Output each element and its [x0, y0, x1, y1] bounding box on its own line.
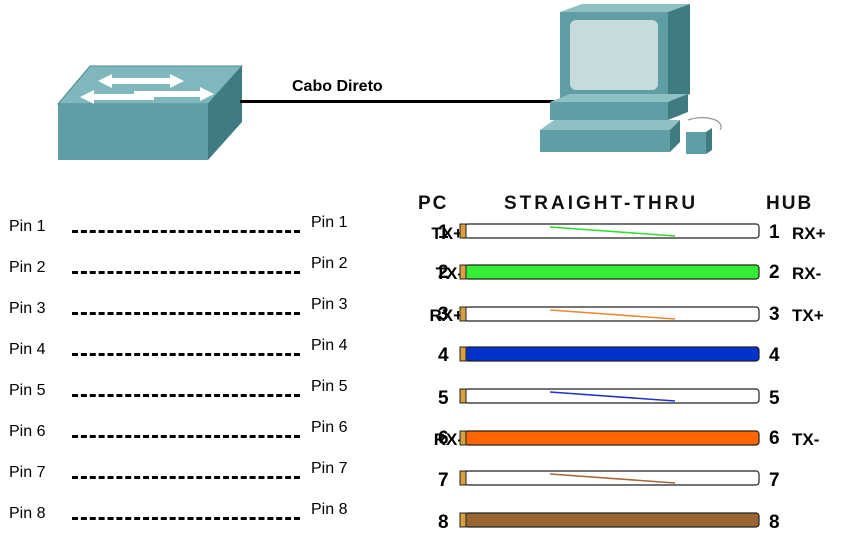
wire-pin-4: [459, 346, 760, 362]
pc-signal-label: RX-: [433, 430, 463, 449]
right-pin-label: Pin 7: [311, 460, 348, 477]
hub-signal-label: RX-: [792, 264, 822, 283]
dashed-connector: [72, 435, 300, 438]
pc-pin-number: 7: [438, 470, 449, 491]
pc-signal-label: TX+: [431, 224, 463, 243]
dashed-connector: [72, 271, 300, 274]
hub-signal-label: TX-: [792, 430, 820, 449]
wire-pin-3: [459, 306, 760, 322]
pc-pin-number: 8: [438, 512, 449, 533]
right-pin-label: Pin 1: [311, 214, 348, 231]
hub-pin-number: 6: [769, 428, 780, 449]
right-pin-label: Pin 3: [311, 296, 348, 313]
dashed-connector: [72, 230, 300, 233]
hub-pin-number: 8: [769, 512, 780, 533]
left-pin-label: Pin 4: [9, 341, 46, 358]
right-pin-label: Pin 5: [311, 378, 348, 395]
hub-pin-number: 1: [769, 222, 780, 243]
wire-pin-7: [459, 470, 760, 486]
header-straight-thru: STRAIGHT-THRU: [504, 193, 699, 214]
dashed-connector: [72, 517, 300, 520]
left-pin-label: Pin 7: [9, 464, 46, 481]
left-pin-label: Pin 5: [9, 382, 46, 399]
straight-thru-wires: [459, 223, 760, 528]
hub-pin-number: 5: [769, 388, 780, 409]
pc-signal-label: TX-: [435, 264, 463, 283]
pc-pin-number: 2: [438, 262, 449, 283]
pc-pin-number: 4: [438, 345, 449, 366]
right-pin-label: Pin 6: [311, 419, 348, 436]
dashed-connector: [72, 353, 300, 356]
straight-cable-line: [240, 100, 566, 103]
hub-pin-number: 2: [769, 262, 780, 283]
hub-signal-label: RX+: [792, 224, 826, 243]
hub-signal-label: TX+: [792, 306, 824, 325]
left-pin-label: Pin 6: [9, 423, 46, 440]
pc-pin-number: 5: [438, 388, 449, 409]
left-pin-label: Pin 8: [9, 505, 46, 522]
left-pin-label: Pin 3: [9, 300, 46, 317]
hub-pin-number: 7: [769, 470, 780, 491]
pc-signal-label: RX+: [429, 306, 463, 325]
wire-pin-6: [459, 430, 760, 446]
right-pin-label: Pin 4: [311, 337, 348, 354]
pc-pin-number: 3: [438, 304, 449, 325]
left-pin-label: Pin 2: [9, 259, 46, 276]
dashed-connector: [72, 476, 300, 479]
left-pin-label: Pin 1: [9, 218, 46, 235]
cable-label: Cabo Direto: [292, 78, 383, 95]
header-hub: HUB: [766, 193, 814, 214]
pc-icon: [540, 4, 722, 154]
pc-pin-number: 6: [438, 428, 449, 449]
wire-pin-8: [459, 512, 760, 528]
right-pin-label: Pin 8: [311, 501, 348, 518]
dashed-connector: [72, 394, 300, 397]
hub-pin-number: 4: [769, 345, 780, 366]
pc-pin-number: 1: [438, 222, 449, 243]
wire-pin-1: [459, 223, 760, 239]
right-pin-label: Pin 2: [311, 255, 348, 272]
wire-pin-2: [459, 264, 760, 280]
hub-pin-number: 3: [769, 304, 780, 325]
dashed-connector: [72, 312, 300, 315]
header-pc: PC: [418, 193, 449, 214]
wire-pin-5: [459, 388, 760, 404]
switch-icon: [56, 65, 244, 160]
